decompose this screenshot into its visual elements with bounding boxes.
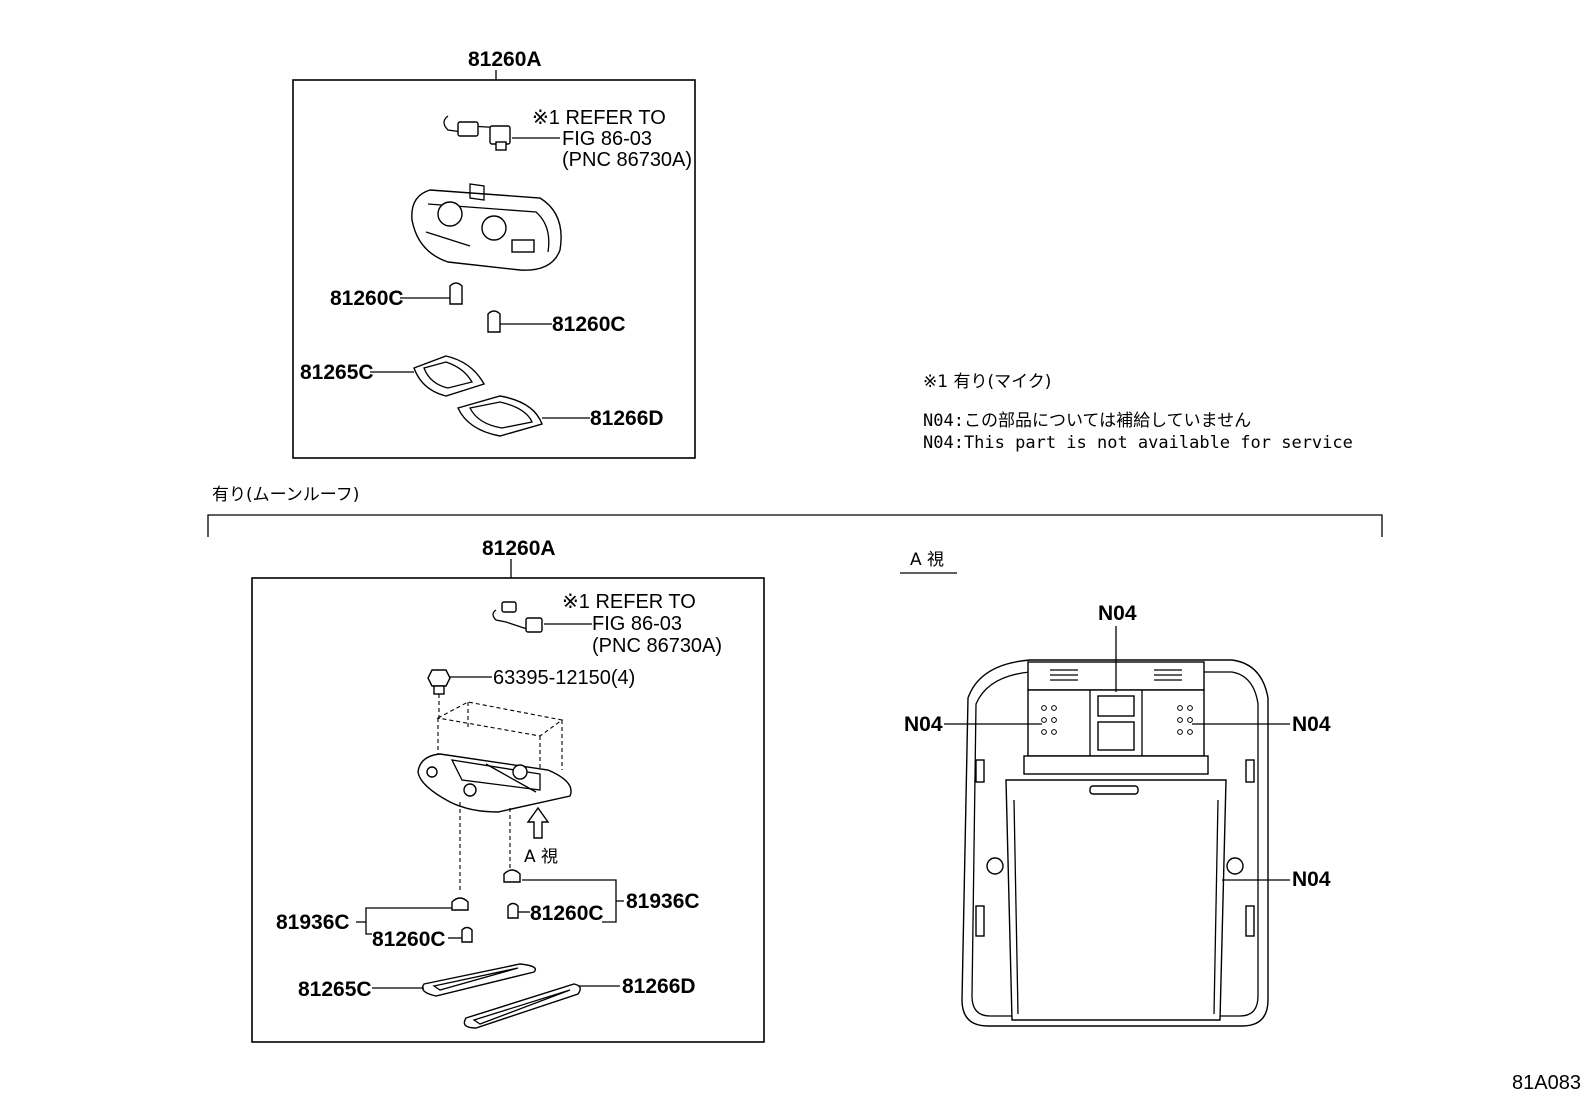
sunglass-holder-lid xyxy=(1005,779,1227,1021)
top-bulb-left: 81260C xyxy=(330,282,463,310)
top-bulb-left-label: 81260C xyxy=(330,287,404,310)
svg-text:※1 REFER TO: ※1 REFER TO xyxy=(562,591,696,613)
bottom-harness-drawing xyxy=(492,601,592,633)
top-lens-left: 81265C xyxy=(300,355,486,397)
svg-text:N04: N04 xyxy=(1098,602,1137,625)
n04-note-jp: N04:この部品については補給していません xyxy=(923,411,1251,431)
svg-text:N04: N04 xyxy=(1292,713,1331,736)
svg-text:※1 REFER TO: ※1 REFER TO xyxy=(532,107,666,129)
bottom-bulb-right-label: 81260C xyxy=(530,902,604,925)
side-screw-right xyxy=(1226,857,1244,875)
callout-n04-right: N04 xyxy=(1192,713,1331,736)
bottom-assembly-frame xyxy=(251,577,765,1043)
notes-block: ※1 有り(マイク) N04:この部品については補給していません N04:Thi… xyxy=(923,372,1353,453)
clip-part: 63395-12150(4) xyxy=(427,667,635,720)
figure-code: 81A083 xyxy=(1512,1072,1581,1094)
svg-text:FIG 86-03: FIG 86-03 xyxy=(592,613,682,635)
top-lens-left-label: 81265C xyxy=(300,361,374,384)
bottom-lens-left-label: 81265C xyxy=(298,978,372,1001)
top-harness-drawing xyxy=(443,115,560,151)
moonroof-bracket: 有り(ムーンルーフ) xyxy=(207,485,1383,537)
view-a-title: A 視 xyxy=(910,550,944,570)
top-bulb-right: 81260C xyxy=(487,310,626,336)
bottom-bulb-left: 81260C xyxy=(372,926,473,951)
top-assembly-group: 81260A ※1 REFER TO FIG 86-03 (PNC 86730A… xyxy=(292,48,696,459)
button-module xyxy=(1023,689,1209,775)
callout-n04-top: N04 xyxy=(1098,602,1137,692)
callout-n04-bottom-right: N04 xyxy=(1222,868,1331,891)
side-tab-right-bottom xyxy=(1245,905,1255,937)
svg-text:FIG 86-03: FIG 86-03 xyxy=(562,128,652,150)
bottom-lens-left: 81265C xyxy=(298,963,537,1001)
bottom-bulb-right: 81260C xyxy=(507,902,604,925)
side-screw-left xyxy=(986,857,1004,875)
svg-text:N04: N04 xyxy=(904,713,943,736)
bottom-bulb-left-label: 81260C xyxy=(372,928,446,951)
bottom-socket-left: 81936C xyxy=(276,897,469,935)
top-lens-right-label: 81266D xyxy=(590,407,664,430)
top-assembly-label: 81260A xyxy=(468,48,542,71)
side-tab-right-top xyxy=(1245,759,1255,783)
bottom-lens-right: 81266D xyxy=(463,975,696,1029)
top-lens-right: 81266D xyxy=(457,395,664,437)
bottom-socket-left-label: 81936C xyxy=(276,911,350,934)
bottom-refer-note: ※1 REFER TO FIG 86-03 (PNC 86730A) xyxy=(562,591,722,657)
top-bulb-right-label: 81260C xyxy=(552,313,626,336)
side-tab-left-bottom xyxy=(975,905,985,937)
clip-locator-box xyxy=(436,701,564,786)
bottom-socket-right-label: 81936C xyxy=(626,890,700,913)
view-a-arrow: A 視 xyxy=(524,806,558,867)
mic-note: ※1 有り(マイク) xyxy=(923,372,1051,392)
bottom-housing-drawing xyxy=(417,753,572,813)
bottom-socket-right: 81936C xyxy=(503,869,700,923)
clip-label: 63395-12150(4) xyxy=(493,667,635,689)
top-housing-drawing xyxy=(411,183,562,271)
view-a-group: A 視 xyxy=(900,550,1331,1027)
moonroof-condition-label: 有り(ムーンルーフ) xyxy=(212,485,359,505)
bottom-assembly-group: 81260A ※1 REFER TO FIG 86-03 (PNC 86730A… xyxy=(251,537,765,1043)
bottom-lens-right-label: 81266D xyxy=(622,975,696,998)
svg-text:N04: N04 xyxy=(1292,868,1331,891)
top-assembly-frame xyxy=(292,79,696,459)
svg-text:(PNC 86730A): (PNC 86730A) xyxy=(562,149,692,171)
svg-text:(PNC 86730A): (PNC 86730A) xyxy=(592,635,722,657)
view-a-arrow-label: A 視 xyxy=(524,847,558,867)
bottom-assembly-label: 81260A xyxy=(482,537,556,560)
n04-note-en: N04:This part is not available for servi… xyxy=(923,433,1353,453)
side-tab-left-top xyxy=(975,759,985,783)
top-refer-note: ※1 REFER TO FIG 86-03 (PNC 86730A) xyxy=(532,107,692,171)
callout-n04-left: N04 xyxy=(904,713,1042,736)
